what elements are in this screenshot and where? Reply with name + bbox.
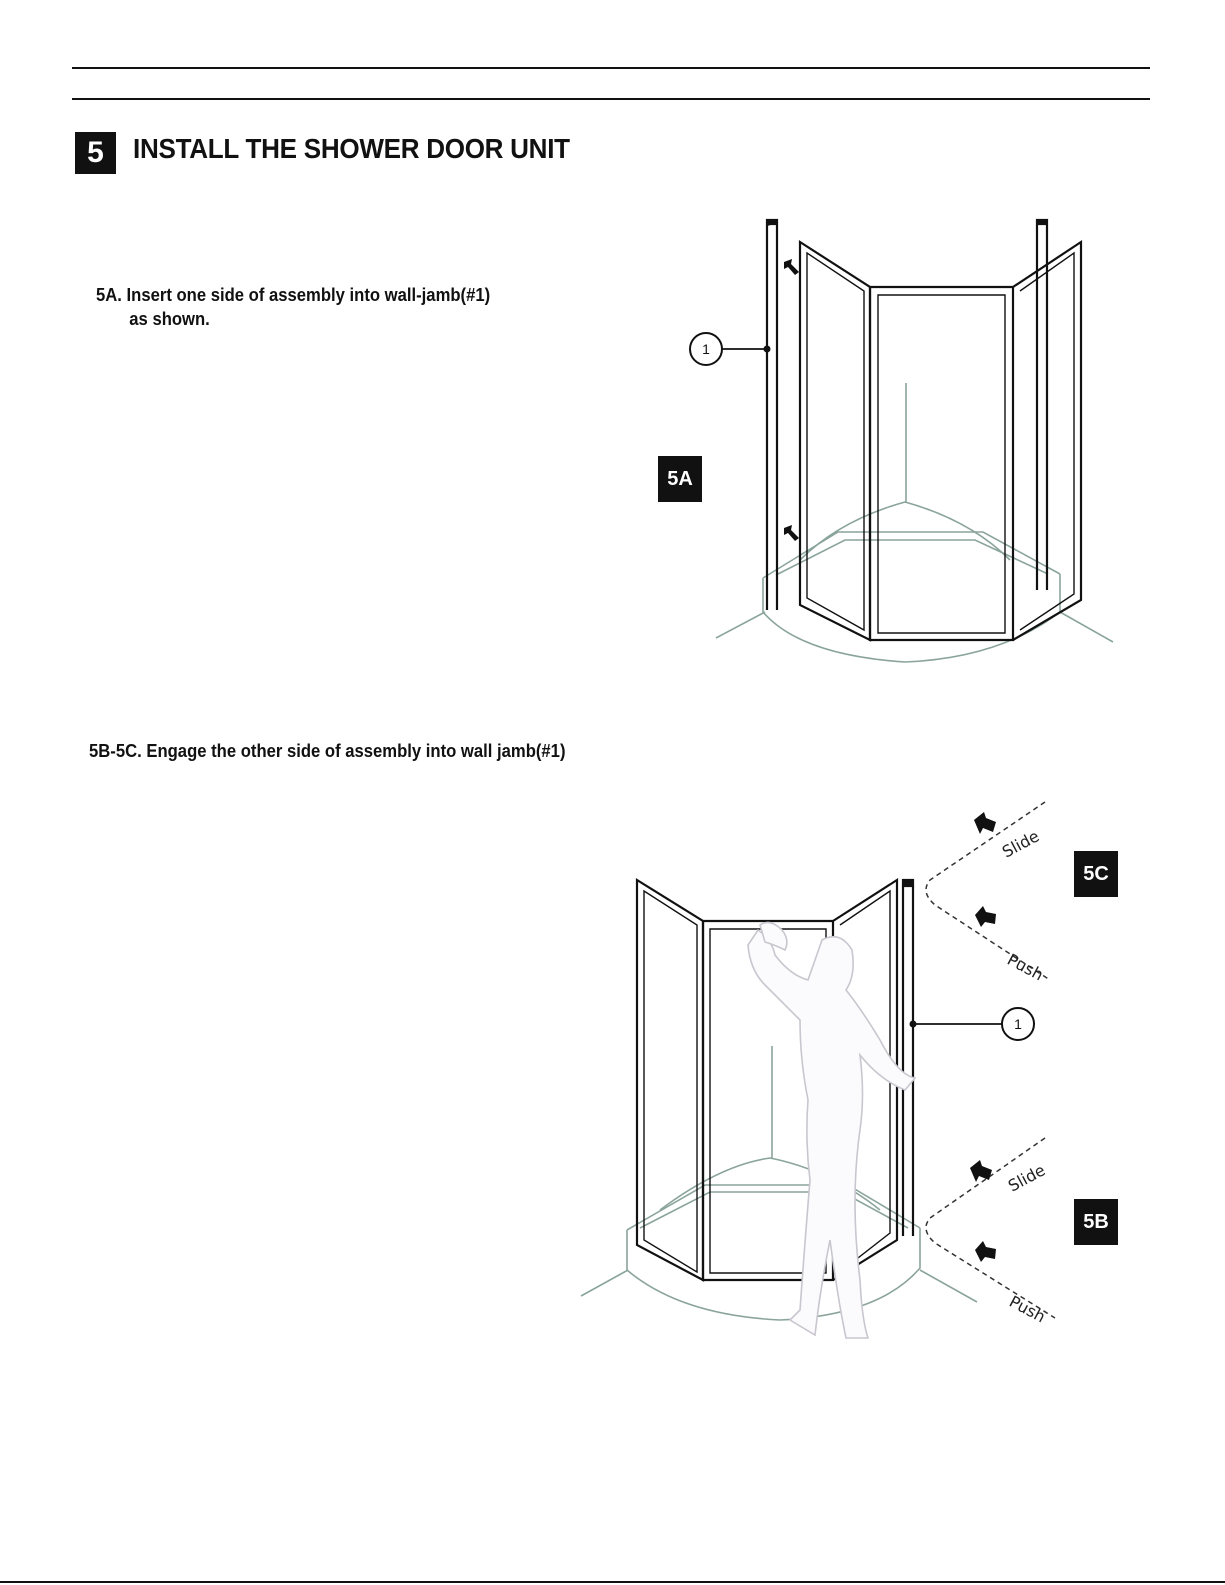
- push-label-bottom: Push: [1006, 1292, 1048, 1327]
- figure-5c-label: 5C: [1074, 851, 1118, 897]
- figure-5bc-callout-number: 1: [1014, 1016, 1022, 1032]
- figure-5bc-illustration: 1 Slide Push Slide Push: [575, 790, 1075, 1350]
- instruction-5a: 5A. Insert one side of assembly into wal…: [96, 283, 490, 331]
- instruction-5a-line2: as shown.: [96, 307, 490, 331]
- figure-5a-illustration: 1: [680, 210, 1130, 680]
- header-rule-top: [72, 67, 1150, 69]
- step-number-badge: 5: [75, 132, 116, 174]
- slide-label-bottom: Slide: [1005, 1160, 1048, 1195]
- push-label-top: Push: [1004, 950, 1046, 985]
- header-rule-bottom: [72, 98, 1150, 100]
- slide-label-top: Slide: [999, 826, 1042, 861]
- instruction-5bc: 5B-5C. Engage the other side of assembly…: [89, 739, 565, 763]
- figure-5a-label: 5A: [658, 456, 702, 502]
- instruction-5a-line1: 5A. Insert one side of assembly into wal…: [96, 284, 490, 305]
- figure-5a-callout-number: 1: [702, 341, 710, 357]
- page-bottom-rule: [0, 1581, 1225, 1583]
- figure-5b-label: 5B: [1074, 1199, 1118, 1245]
- section-title: INSTALL THE SHOWER DOOR UNIT: [133, 133, 570, 165]
